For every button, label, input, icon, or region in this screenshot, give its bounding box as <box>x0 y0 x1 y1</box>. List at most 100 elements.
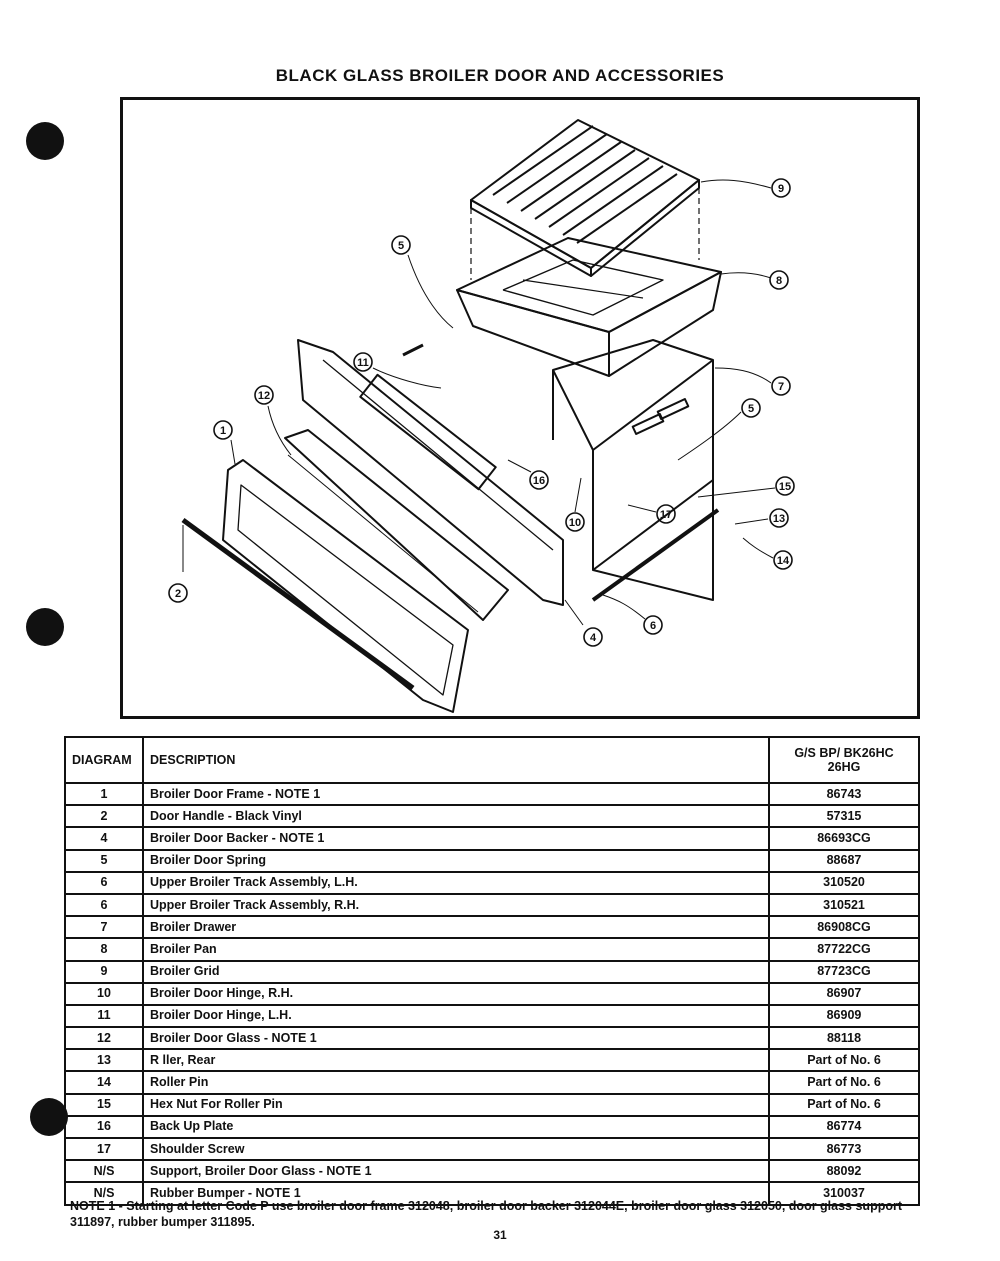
part-number-column-header: G/S BP/ BK26HC 26HG <box>768 736 920 784</box>
part-number: Part of No. 6 <box>768 1070 920 1095</box>
part-description: Roller Pin <box>142 1070 770 1095</box>
callout-5-upper: 5 <box>391 235 454 329</box>
door-backer-drawing <box>297 339 564 606</box>
part-description: Broiler Door Spring <box>142 848 770 873</box>
footnote: NOTE 1 - Starting at letter Code P use b… <box>70 1198 930 1230</box>
svg-text:12: 12 <box>258 390 270 402</box>
part-number: 86907 <box>768 981 920 1006</box>
svg-text:7: 7 <box>778 381 784 393</box>
part-number: 86908CG <box>768 915 920 940</box>
svg-text:13: 13 <box>773 513 785 525</box>
callout-4: 4 <box>564 599 603 647</box>
part-description: Shoulder Screw <box>142 1136 770 1162</box>
part-number: 88092 <box>768 1159 920 1184</box>
door-glass-drawing <box>284 429 509 621</box>
callout-5-lower: 5 <box>677 398 761 461</box>
part-number: 86774 <box>768 1114 920 1140</box>
diagram-number: 11 <box>64 1003 144 1029</box>
diagram-number: 2 <box>64 804 144 829</box>
exploded-view-drawing: 1 2 4 5 5 6 7 <box>168 119 795 713</box>
diagram-column-header: DIAGRAM <box>64 736 144 784</box>
door-frame-drawing <box>222 459 469 713</box>
svg-text:11: 11 <box>357 357 369 369</box>
diagram-number: 6 <box>64 870 144 895</box>
part-description: Broiler Door Backer - NOTE 1 <box>142 826 770 851</box>
binder-hole-top <box>26 122 64 160</box>
diagram-number: 16 <box>64 1114 144 1140</box>
svg-text:4: 4 <box>590 632 597 644</box>
parts-table-header-row: DIAGRAM DESCRIPTION G/S BP/ BK26HC 26HG <box>64 736 920 784</box>
broiler-track-drawing <box>402 343 720 602</box>
callout-13: 13 <box>734 508 789 528</box>
note-text: Starting at letter Code P use broiler do… <box>70 1199 902 1229</box>
part-description: Door Handle - Black Vinyl <box>142 804 770 829</box>
callout-17: 17 <box>627 504 676 524</box>
binder-hole-bottom <box>30 1098 68 1136</box>
callout-6: 6 <box>602 594 663 635</box>
svg-text:2: 2 <box>175 588 181 600</box>
part-number: 86773 <box>768 1136 920 1162</box>
page-title: BLACK GLASS BROILER DOOR AND ACCESSORIES <box>275 66 725 85</box>
svg-text:16: 16 <box>533 475 545 487</box>
diagram-number: 1 <box>64 781 144 807</box>
diagram-number: 5 <box>64 848 144 873</box>
part-number-header-line-1: G/S BP/ BK26HC <box>794 746 894 760</box>
parts-table: DIAGRAM DESCRIPTION G/S BP/ BK26HC 26HG … <box>64 736 920 1206</box>
note-label: NOTE 1 - <box>70 1199 127 1213</box>
part-description: Broiler Drawer <box>142 915 770 940</box>
diagram-number: 17 <box>64 1136 144 1162</box>
diagram-number: N/S <box>64 1181 144 1206</box>
part-number: 86743 <box>768 781 920 807</box>
diagram-number: 4 <box>64 826 144 851</box>
part-description: Broiler Door Hinge, R.H. <box>142 981 770 1006</box>
part-number: 310520 <box>768 870 920 895</box>
part-number: 57315 <box>768 804 920 829</box>
broiler-pan-drawing <box>456 237 722 377</box>
part-description: Broiler Pan <box>142 937 770 962</box>
svg-text:8: 8 <box>776 275 782 287</box>
part-description: Broiler Door Glass - NOTE 1 <box>142 1026 770 1051</box>
part-description: R ller, Rear <box>142 1048 770 1073</box>
part-description: Broiler Door Frame - NOTE 1 <box>142 781 770 807</box>
svg-text:5: 5 <box>398 240 404 252</box>
callout-2: 2 <box>168 525 188 603</box>
callout-10: 10 <box>565 477 585 532</box>
svg-text:17: 17 <box>660 509 672 521</box>
diagram-number: 7 <box>64 915 144 940</box>
diagram-number: 15 <box>64 1092 144 1117</box>
part-number: 87722CG <box>768 937 920 962</box>
part-number: 88687 <box>768 848 920 873</box>
diagram-number: 6 <box>64 892 144 918</box>
part-description: Broiler Door Hinge, L.H. <box>142 1003 770 1029</box>
callout-9: 9 <box>700 178 791 198</box>
callout-11: 11 <box>353 352 442 389</box>
part-description: Back Up Plate <box>142 1114 770 1140</box>
diagram-number: 8 <box>64 937 144 962</box>
diagram-number: 14 <box>64 1070 144 1095</box>
door-handle-drawing <box>181 517 415 691</box>
part-description: Upper Broiler Track Assembly, R.H. <box>142 892 770 918</box>
svg-text:9: 9 <box>778 183 784 195</box>
part-number-header-line-2: 26HG <box>827 760 861 774</box>
exploded-parts-diagram: 1 2 4 5 5 6 7 <box>120 97 920 719</box>
callout-15: 15 <box>697 476 795 498</box>
svg-text:15: 15 <box>779 481 791 493</box>
part-number: 88118 <box>768 1026 920 1051</box>
callout-12: 12 <box>254 385 292 456</box>
